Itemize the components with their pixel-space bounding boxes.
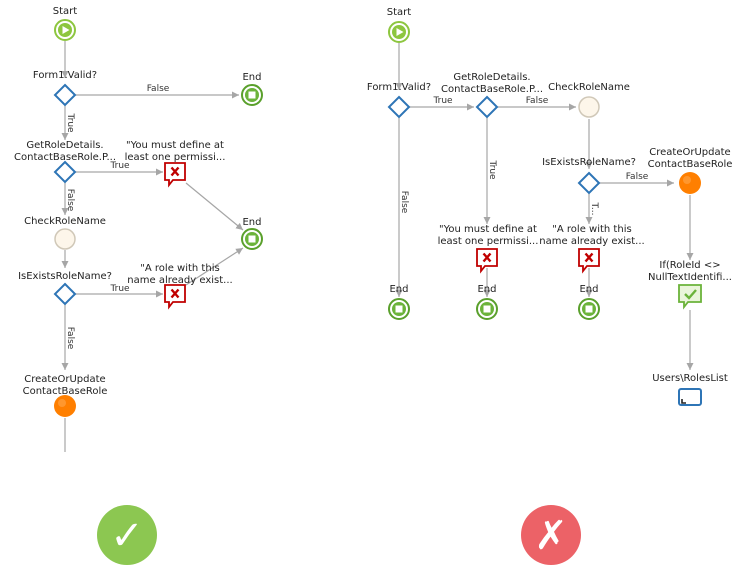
right-end-label-3: End [579, 284, 598, 295]
right-start-label: Start [387, 7, 412, 18]
right-error1-label-2: least one permissi... [438, 236, 539, 247]
left-start-label: Start [53, 6, 78, 17]
right-if-node[interactable] [677, 283, 703, 309]
left-start-node[interactable] [54, 19, 76, 41]
right-getrole-label-1: GetRoleDetails. [453, 72, 530, 83]
right-end-label-1: End [389, 284, 408, 295]
right-edge-label-true-1: True [432, 96, 453, 106]
left-end-mid-node[interactable] [241, 228, 263, 250]
left-end-top-label: End [242, 72, 261, 83]
left-error2-label-2: name already exist... [127, 275, 232, 286]
left-form-valid-decision[interactable] [54, 84, 76, 106]
left-getrole-label-1: GetRoleDetails. [26, 140, 103, 151]
right-error1-node[interactable] [475, 247, 499, 273]
right-create-label-2: ContactBaseRole [648, 159, 733, 170]
left-exists-decision[interactable] [54, 283, 76, 305]
right-error2-label-1: "A role with this [552, 224, 631, 235]
left-create-label-1: CreateOrUpdate [24, 374, 105, 385]
left-getrole-decision[interactable] [54, 161, 76, 183]
edge-left-err1-to-end [185, 182, 244, 231]
right-error2-label-2: name already exist... [539, 236, 644, 247]
left-create-assign-node[interactable] [54, 395, 76, 417]
right-if-label-2: NullTextIdentifi... [648, 272, 732, 283]
right-flow: Start Form1.Valid? GetRoleDetails. Conta… [367, 7, 733, 406]
left-exists-label: IsExistsRoleName? [18, 271, 112, 282]
left-edge-label-true-2: True [109, 284, 130, 294]
right-error2-node[interactable] [577, 247, 601, 273]
right-end-node-3[interactable] [578, 298, 600, 320]
left-getrole-label-2: ContactBaseRole.P... [14, 152, 116, 163]
right-end-node-1[interactable] [388, 298, 410, 320]
left-edge-label-true-1: True [109, 161, 130, 171]
edge-left-err2-to-end [185, 247, 244, 286]
left-checkrolename-node[interactable] [54, 228, 76, 250]
right-end-node-2[interactable] [476, 298, 498, 320]
verdict-incorrect-badge: ✗ [521, 505, 581, 565]
right-edge-label-false-1: False [526, 96, 549, 106]
right-screen-label: Users\RolesList [652, 373, 728, 384]
right-edge-label-false-vertical: False [399, 191, 409, 214]
left-error2-node[interactable] [163, 283, 187, 309]
cross-mark-icon: ✗ [534, 513, 568, 559]
right-edge-label-true-vertical: True [487, 159, 497, 180]
right-getrole-label-2: ContactBaseRole.P... [441, 84, 543, 95]
left-edge-label-false-vertical: False [65, 189, 75, 212]
right-form-valid-label: Form1.Valid? [367, 82, 431, 93]
left-checkrolename-label: CheckRoleName [24, 216, 106, 227]
right-form-valid-decision[interactable] [388, 96, 410, 118]
left-end-mid-label: End [242, 217, 261, 228]
right-edge-label-t: T... [589, 201, 599, 215]
right-if-label-1: If(RoleId <> [659, 260, 720, 271]
check-mark-icon: ✓ [110, 513, 144, 559]
left-error1-node[interactable] [163, 161, 187, 187]
right-getrole-decision[interactable] [476, 96, 498, 118]
left-edge-label-false: False [147, 84, 170, 94]
right-edge-label-false-2: False [626, 172, 649, 182]
right-start-node[interactable] [388, 21, 410, 43]
left-flow: Start Form1.Valid? End GetRoleDetails. C… [14, 6, 263, 452]
left-edge-label-true-vertical: True [65, 112, 75, 133]
right-error1-label-1: "You must define at [439, 224, 537, 235]
left-error1-label-2: least one permissi... [125, 152, 226, 163]
verdict-correct-badge: ✓ [97, 505, 157, 565]
left-edge-label-false-vertical-2: False [65, 327, 75, 350]
right-exists-label: IsExistsRoleName? [542, 157, 636, 168]
right-exists-decision[interactable] [578, 172, 600, 194]
left-error1-label-1: "You must define at [126, 140, 224, 151]
right-checkrolename-node[interactable] [578, 96, 600, 118]
right-create-label-1: CreateOrUpdate [649, 147, 730, 158]
left-end-top-node[interactable] [241, 84, 263, 106]
right-end-label-2: End [477, 284, 496, 295]
right-checkrolename-label: CheckRoleName [548, 82, 630, 93]
left-create-label-2: ContactBaseRole [23, 386, 108, 397]
right-screen-node[interactable] [678, 388, 702, 406]
left-form-valid-label: Form1.Valid? [33, 70, 97, 81]
left-error2-label-1: "A role with this [140, 263, 219, 274]
right-create-assign-node[interactable] [679, 172, 701, 194]
